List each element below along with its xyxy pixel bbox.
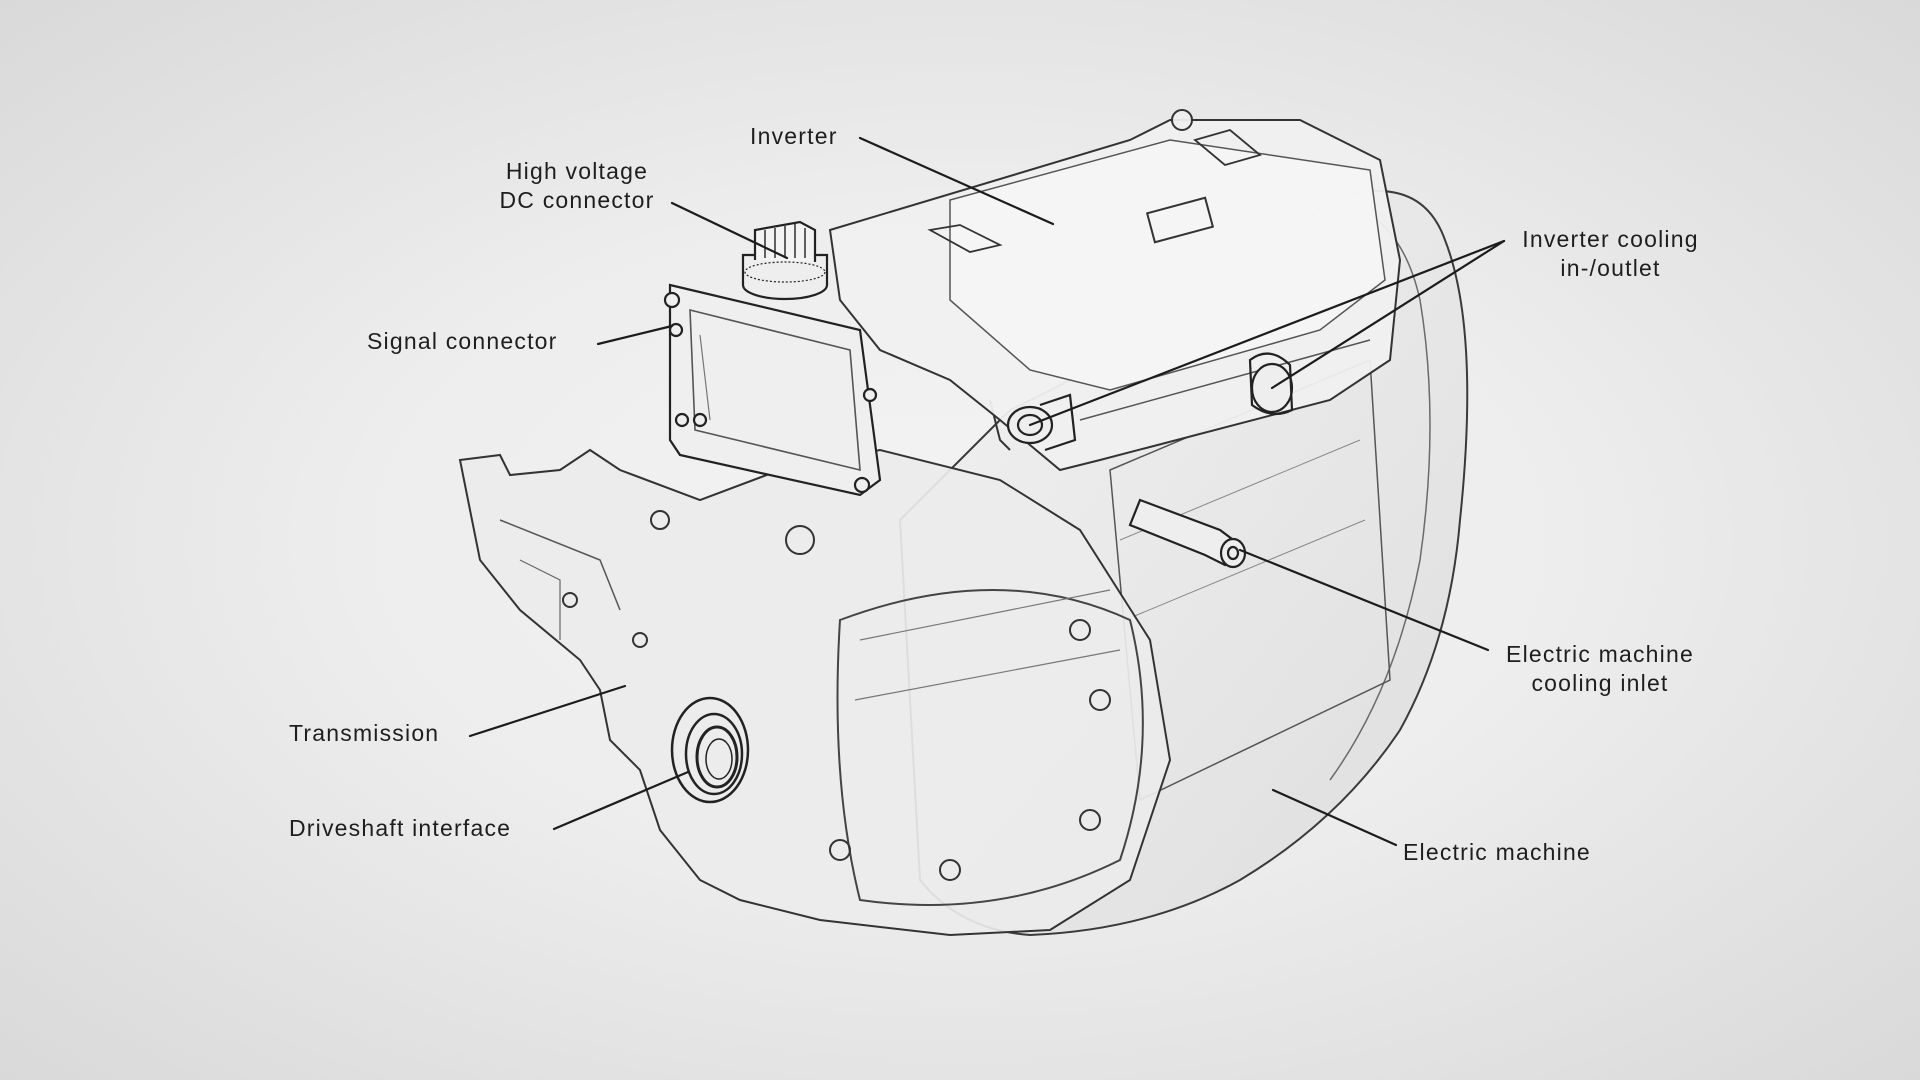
label-text: Driveshaft interface	[289, 815, 512, 841]
label-text: Inverter cooling	[1522, 226, 1699, 252]
leader-transmission	[468, 684, 627, 738]
label-electric-machine: Electric machine	[1403, 838, 1591, 867]
label-em-cooling-inlet: Electric machine cooling inlet	[1490, 640, 1710, 698]
label-text: in-/outlet	[1560, 255, 1661, 281]
leader-electric-machine	[1271, 788, 1398, 847]
label-signal-connector: Signal connector	[367, 327, 558, 356]
label-transmission: Transmission	[289, 719, 439, 748]
transmission-casing	[458, 399, 1172, 937]
label-text: Inverter	[750, 123, 838, 149]
label-inverter-cooling: Inverter cooling in-/outlet	[1508, 225, 1713, 283]
label-text: Signal connector	[367, 328, 558, 354]
leader-driveshaft-interface	[552, 770, 690, 831]
leader-signal-connector	[596, 324, 674, 346]
label-text: Electric machine	[1403, 839, 1591, 865]
label-driveshaft-interface: Driveshaft interface	[289, 814, 511, 843]
hv-dc-connector-part	[741, 220, 829, 301]
leader-inverter-cooling-1	[1028, 239, 1506, 427]
label-text: Electric machine	[1506, 641, 1694, 667]
label-text: cooling inlet	[1531, 670, 1669, 696]
leader-hv-dc-connector	[670, 201, 789, 260]
leader-inverter	[858, 136, 1055, 226]
leader-inverter-cooling-2	[1270, 239, 1506, 390]
label-text: Transmission	[289, 720, 440, 746]
signal-connector-housing	[663, 283, 882, 497]
em-cooling-inlet-pipe	[1128, 498, 1247, 569]
label-hv-dc-connector: High voltage DC connector	[482, 157, 672, 215]
driveshaft-interface-part	[670, 696, 750, 804]
label-text: High voltage	[505, 158, 649, 184]
label-text: DC connector	[499, 187, 655, 213]
label-inverter: Inverter	[750, 122, 838, 151]
leader-em-cooling-inlet	[1238, 548, 1490, 652]
leader-lines	[468, 136, 1506, 847]
